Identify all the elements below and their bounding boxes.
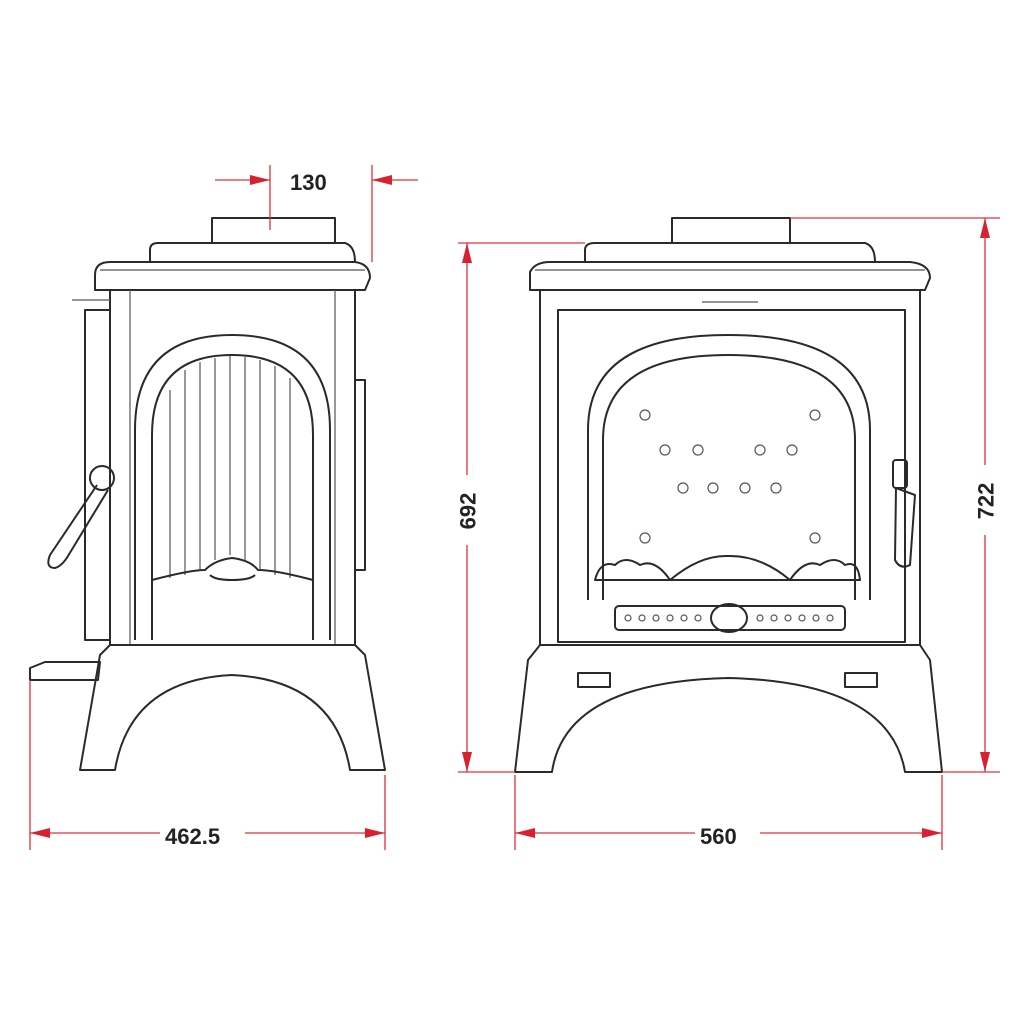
side-window-bars [169,356,291,578]
air-control-knob[interactable] [710,603,748,633]
dimension-total-height-label: 722 [973,482,999,520]
dimension-lines [29,165,1000,850]
front-view [514,217,943,773]
front-door-handle[interactable] [892,459,916,568]
air-vent-holes [624,614,834,622]
front-rivets [639,409,821,544]
dimension-width-label: 560 [700,824,737,849]
side-door-handle[interactable] [47,465,115,569]
dimension-body-height-label: 692 [455,492,481,530]
dimension-flue-offset-label: 130 [290,170,327,195]
dimension-depth-label: 462.5 [165,824,221,849]
side-view [29,217,386,771]
